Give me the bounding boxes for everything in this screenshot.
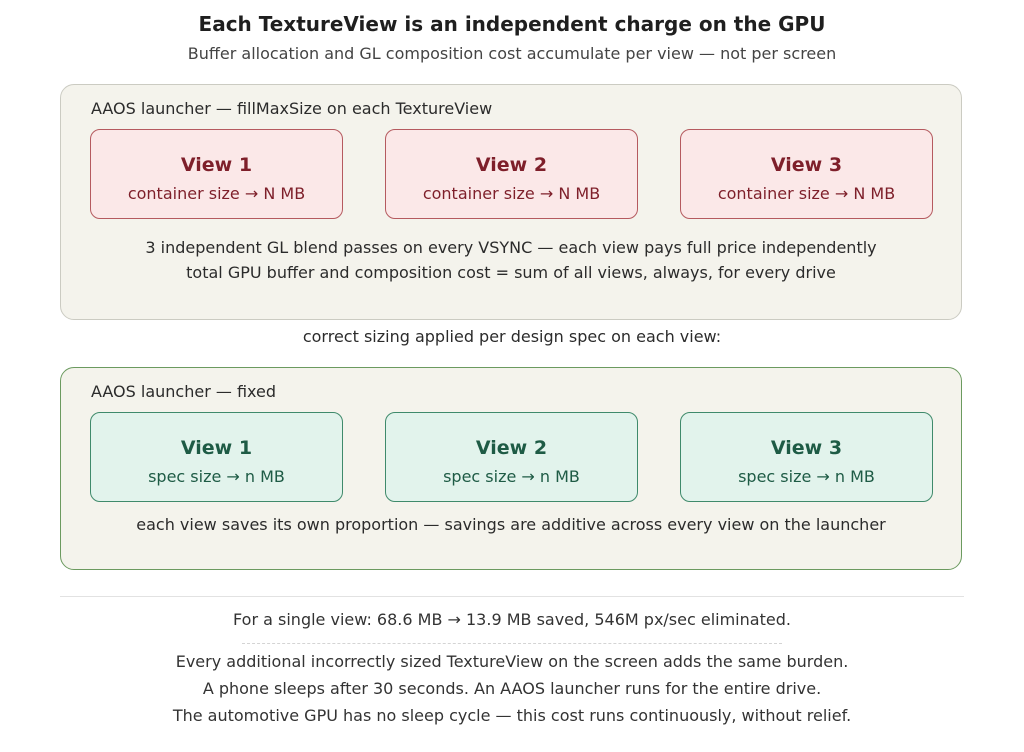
view-size: container size → N MB xyxy=(717,184,896,203)
closing-line: Every additional incorrectly sized Textu… xyxy=(175,652,849,671)
view-size: spec size → n MB xyxy=(738,467,875,486)
launcher-fixed-panel: AAOS launcher — fixed View 1 spec size →… xyxy=(60,367,962,570)
fixed-note-savings: each view saves its own proportion — sav… xyxy=(136,515,886,534)
view-name: View 2 xyxy=(475,154,548,176)
sizing-transition-label: correct sizing applied per design spec o… xyxy=(302,327,722,346)
view-name: View 1 xyxy=(180,154,253,176)
view-size: container size → N MB xyxy=(422,184,601,203)
unfixed-view-1-card: View 1 container size → N MB xyxy=(90,129,343,219)
single-view-summary: For a single view: 68.6 MB → 13.9 MB sav… xyxy=(233,610,791,629)
unfixed-view-2-card: View 2 container size → N MB xyxy=(385,129,638,219)
view-name: View 2 xyxy=(475,437,548,459)
launcher-unfixed-panel: AAOS launcher — fillMaxSize on each Text… xyxy=(60,84,962,320)
section-divider xyxy=(60,596,964,597)
unfixed-note-blend-passes: 3 independent GL blend passes on every V… xyxy=(145,238,877,257)
view-size: spec size → n MB xyxy=(148,467,285,486)
view-name: View 1 xyxy=(180,437,253,459)
view-name: View 3 xyxy=(770,437,843,459)
dashed-divider xyxy=(242,643,782,644)
diagram-title: Each TextureView is an independent charg… xyxy=(198,12,826,36)
fixed-view-3-card: View 3 spec size → n MB xyxy=(680,412,933,502)
view-name: View 3 xyxy=(770,154,843,176)
fixed-view-2-card: View 2 spec size → n MB xyxy=(385,412,638,502)
fixed-view-1-card: View 1 spec size → n MB xyxy=(90,412,343,502)
launcher-unfixed-label: AAOS launcher — fillMaxSize on each Text… xyxy=(91,99,493,118)
view-size: container size → N MB xyxy=(127,184,306,203)
closing-line: The automotive GPU has no sleep cycle — … xyxy=(172,706,852,725)
diagram-subtitle: Buffer allocation and GL composition cos… xyxy=(187,44,837,63)
launcher-fixed-label: AAOS launcher — fixed xyxy=(91,382,277,401)
closing-line: A phone sleeps after 30 seconds. An AAOS… xyxy=(202,679,822,698)
unfixed-view-3-card: View 3 container size → N MB xyxy=(680,129,933,219)
view-size: spec size → n MB xyxy=(443,467,580,486)
unfixed-note-total-cost: total GPU buffer and composition cost = … xyxy=(186,263,836,282)
